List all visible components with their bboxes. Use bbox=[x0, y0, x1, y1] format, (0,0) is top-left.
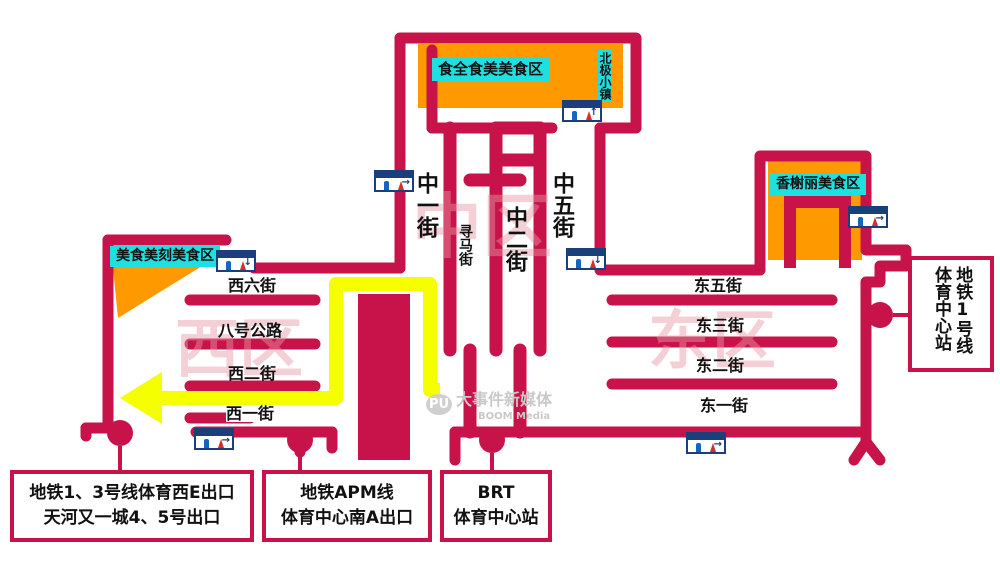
exit-brt-line2: 体育中心站 bbox=[453, 508, 539, 528]
exit-apm-line2: 体育中心南A出口 bbox=[280, 508, 414, 528]
exit-metro1[interactable]: 地铁1号线体育中心站 bbox=[908, 256, 994, 372]
center-zone-watermark: 中区 bbox=[412, 186, 552, 268]
zhong2-street-label: 中二街 bbox=[502, 206, 527, 272]
watermark-cn: 大事件新媒体 bbox=[456, 390, 553, 409]
restroom-sign-icon: → bbox=[848, 206, 888, 228]
east-food-arch bbox=[784, 196, 851, 268]
watermark-en: BOOM Media bbox=[478, 411, 551, 422]
restroom-sign-icon: ↓ bbox=[566, 248, 606, 270]
exit-metro13[interactable]: 地铁1、3号线体育西E出口 天河又一城4、5号出口 bbox=[10, 470, 254, 542]
dong5-street-label: 东五街 bbox=[694, 276, 743, 295]
ba-road-label: 八号公路 bbox=[218, 321, 283, 340]
xunma-street-label: 寻马街 bbox=[457, 224, 473, 266]
route-line bbox=[150, 277, 440, 405]
restroom-sign-icon: → bbox=[686, 432, 726, 454]
north-alley-label: 北极小镇 bbox=[598, 50, 612, 102]
restroom-sign-icon: ↓ bbox=[216, 250, 256, 272]
apm-block bbox=[358, 294, 410, 460]
dong3-street-label: 东三街 bbox=[696, 316, 745, 335]
restroom-sign-icon: ↑ bbox=[562, 100, 602, 122]
xi1-street-label: 西一街 bbox=[226, 404, 275, 423]
east-zone-watermark: 东区 bbox=[648, 305, 776, 379]
north-food-zone-label: 食全食美美食区 bbox=[432, 58, 550, 81]
exit-brt[interactable]: BRT 体育中心站 bbox=[440, 470, 552, 542]
exit-metro13-line1: 地铁1、3号线体育西E出口 bbox=[29, 483, 235, 504]
west-zone-watermark: 西区 bbox=[175, 313, 303, 387]
east-streets bbox=[606, 294, 838, 390]
xi6-street-label: 西六街 bbox=[228, 276, 277, 295]
xi2-street-label: 西二街 bbox=[228, 364, 277, 383]
exit-metro1-label: 地铁1号线体育中心站 bbox=[931, 266, 973, 354]
restroom-sign-icon: → bbox=[194, 428, 234, 450]
west-food-zone-label: 美食美刻美食区 bbox=[110, 246, 220, 268]
entrance-markers bbox=[107, 302, 893, 453]
exit-apm-line1: 地铁APM线 bbox=[300, 483, 394, 504]
exit-apm[interactable]: 地铁APM线 体育中心南A出口 bbox=[262, 470, 432, 542]
west-food-area bbox=[112, 258, 215, 318]
exit-brt-line1: BRT bbox=[477, 483, 515, 504]
zhong5-street-label: 中五街 bbox=[549, 172, 574, 238]
east-food-zone-label: 香榭丽美食区 bbox=[770, 174, 866, 196]
route-arrow-icon bbox=[120, 372, 162, 424]
watermark-logo: PU bbox=[426, 394, 453, 415]
entrance-connectors bbox=[118, 313, 910, 470]
dong1-street-label: 东一街 bbox=[700, 396, 749, 415]
center-streets bbox=[443, 121, 547, 439]
restroom-sign-icon: → bbox=[374, 170, 414, 192]
exit-metro13-line2: 天河又一城4、5号出口 bbox=[43, 508, 221, 528]
dong2-street-label: 东二街 bbox=[696, 356, 745, 375]
zhong1-street-label: 中一街 bbox=[413, 172, 438, 238]
